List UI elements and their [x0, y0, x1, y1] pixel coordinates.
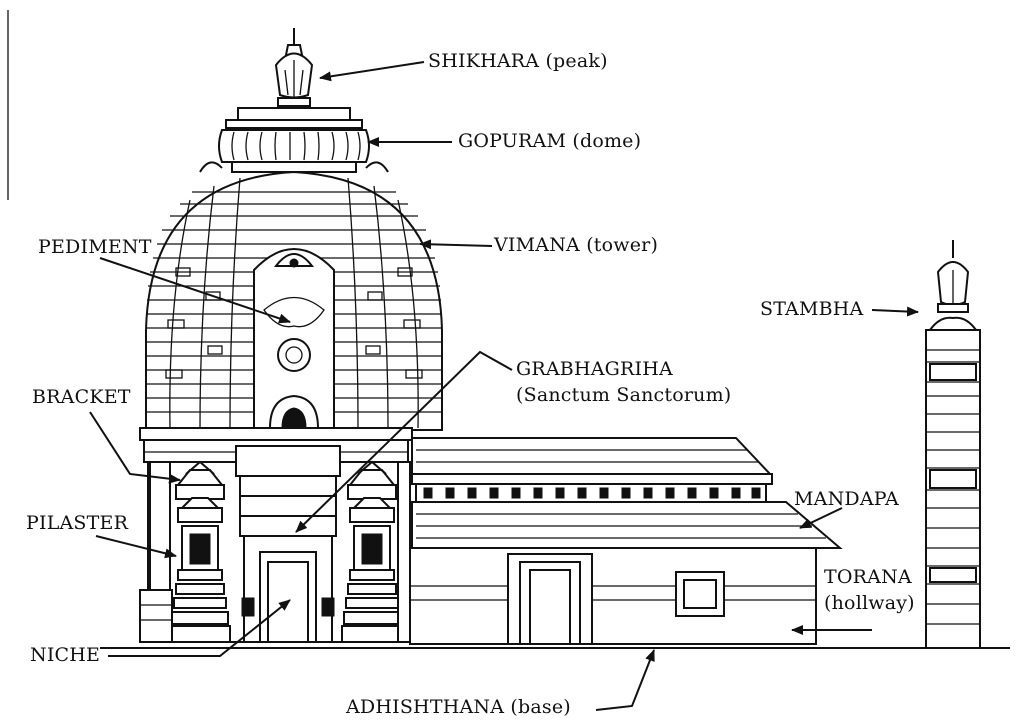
- stambha-pillar: [925, 240, 981, 649]
- label-mandapa: MANDAPA: [794, 488, 899, 510]
- label-gopuram: GOPURAM (dome): [458, 130, 642, 152]
- pilaster-leader: [95, 535, 177, 559]
- adhishthana-leader: [595, 649, 655, 711]
- sanctum-block: [139, 427, 413, 643]
- label-pilaster: PILASTER: [26, 512, 129, 534]
- shikhara-finial: [274, 28, 314, 107]
- label-bracket: BRACKET: [32, 386, 131, 408]
- niche-leader: [108, 599, 291, 657]
- gopuram-dome: [199, 107, 389, 173]
- label-niche: NICHE: [30, 644, 101, 666]
- pediment-leader: [99, 257, 291, 324]
- label-shikhara: SHIKHARA (peak): [428, 50, 608, 72]
- label-torana-subtitle: (hollway): [824, 592, 915, 614]
- leader-lines: [89, 61, 919, 711]
- shikhara-leader: [319, 61, 425, 82]
- bracket-leader: [89, 411, 181, 484]
- left-pilaster: [139, 460, 231, 643]
- grabhagriha-leader: [295, 350, 513, 533]
- label-grabhagriha: GRABHAGRIHA: [516, 358, 673, 380]
- mandapa-leader: [799, 507, 843, 529]
- label-stambha: STAMBHA: [760, 298, 864, 320]
- label-pediment: PEDIMENT: [38, 236, 152, 258]
- right-pilaster: [341, 460, 411, 643]
- sanctum-doorway: [235, 445, 341, 643]
- mandapa-hall: [409, 437, 843, 645]
- label-grabhagriha-subtitle: (Sanctum Sanctorum): [516, 384, 732, 406]
- vimana-leader: [419, 239, 493, 250]
- stambha-leader: [871, 306, 919, 317]
- vimana-tower: [145, 170, 443, 431]
- label-torana: TORANA: [824, 566, 912, 588]
- label-vimana: VIMANA (tower): [494, 234, 659, 256]
- label-adhishthana: ADHISHTHANA (base): [346, 696, 571, 718]
